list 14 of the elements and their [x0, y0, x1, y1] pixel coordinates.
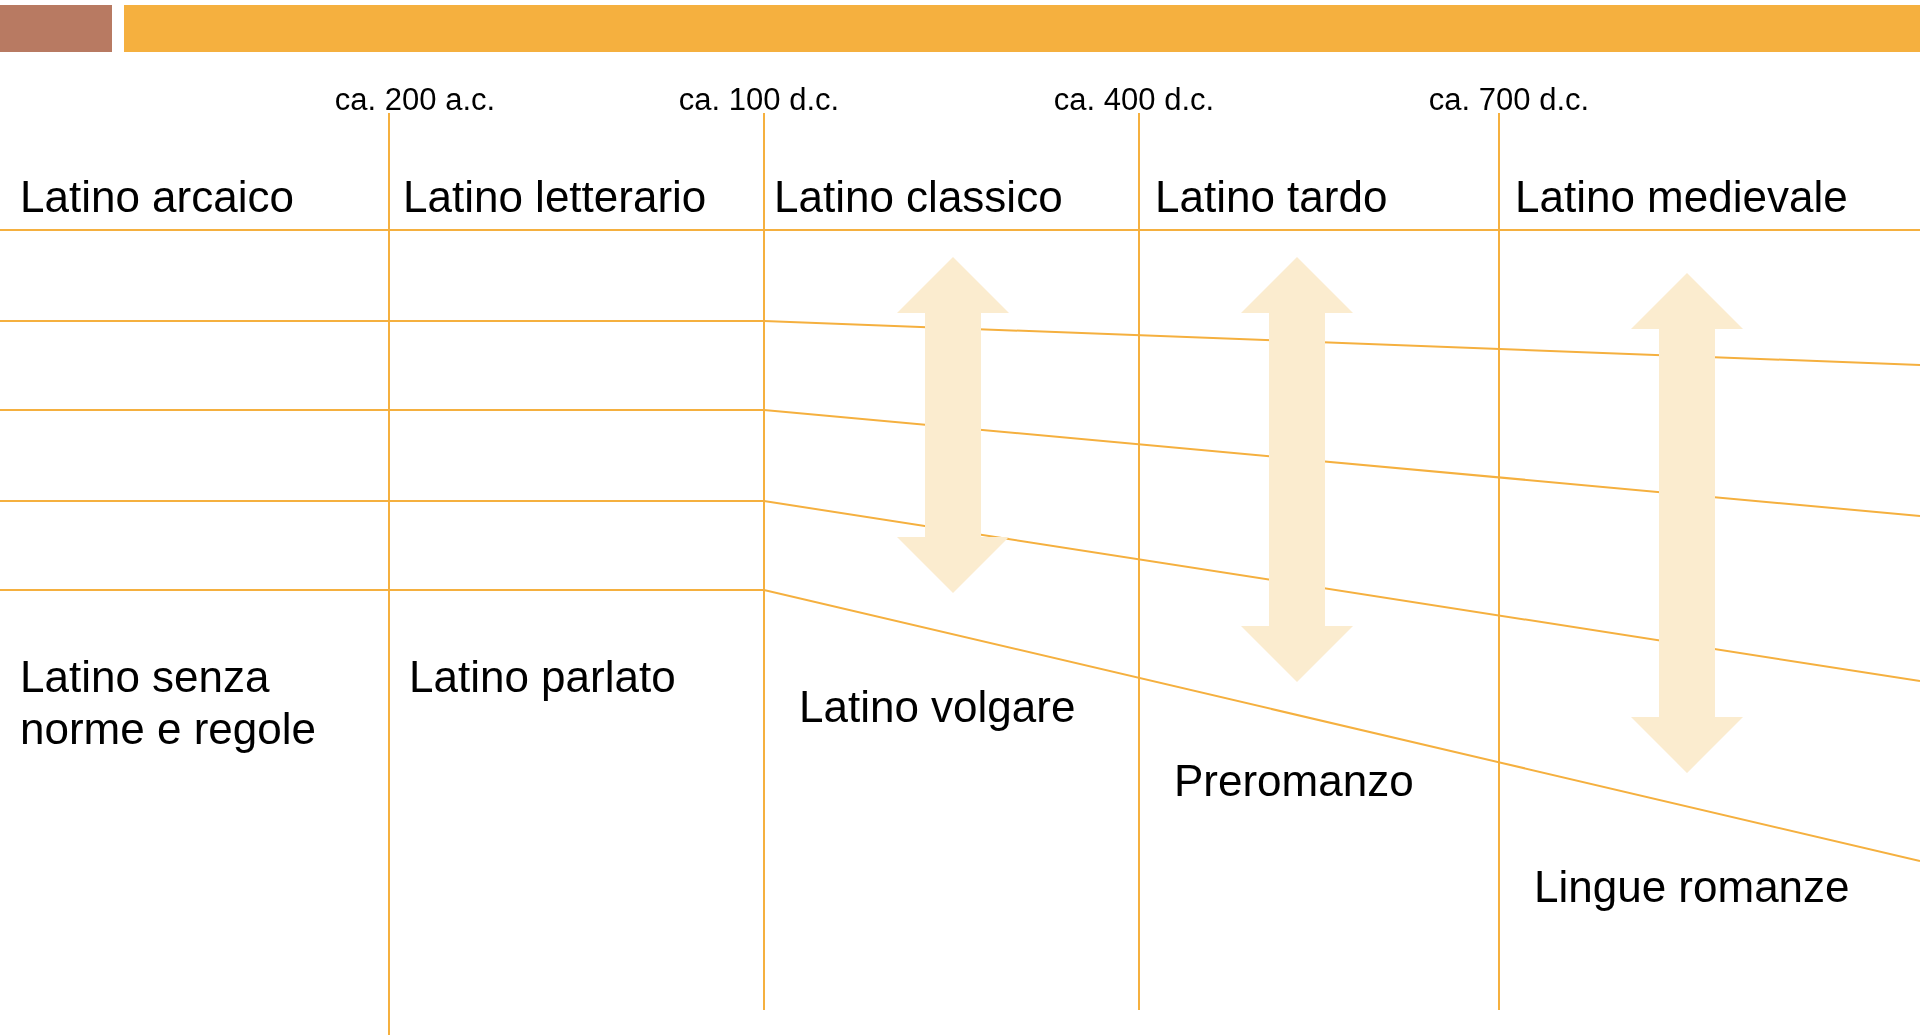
stage-label: Preromanzo [1174, 754, 1414, 807]
date-label: ca. 700 d.c. [1428, 81, 1590, 119]
stage-label: Latino volgare [799, 680, 1076, 733]
stage-label: Latino senza norme e regole [20, 650, 317, 756]
column-heading: Latino medievale [1515, 170, 1848, 223]
stage-label: Lingue romanze [1534, 860, 1850, 913]
date-label: ca. 400 d.c. [1053, 81, 1215, 119]
date-label: ca. 200 a.c. [334, 81, 496, 119]
stage-label: Latino parlato [409, 650, 676, 703]
column-heading: Latino tardo [1155, 170, 1388, 223]
date-label: ca. 100 d.c. [678, 81, 840, 119]
column-heading: Latino arcaico [20, 170, 294, 223]
column-heading: Latino classico [774, 170, 1063, 223]
column-heading: Latino letterario [403, 170, 707, 223]
